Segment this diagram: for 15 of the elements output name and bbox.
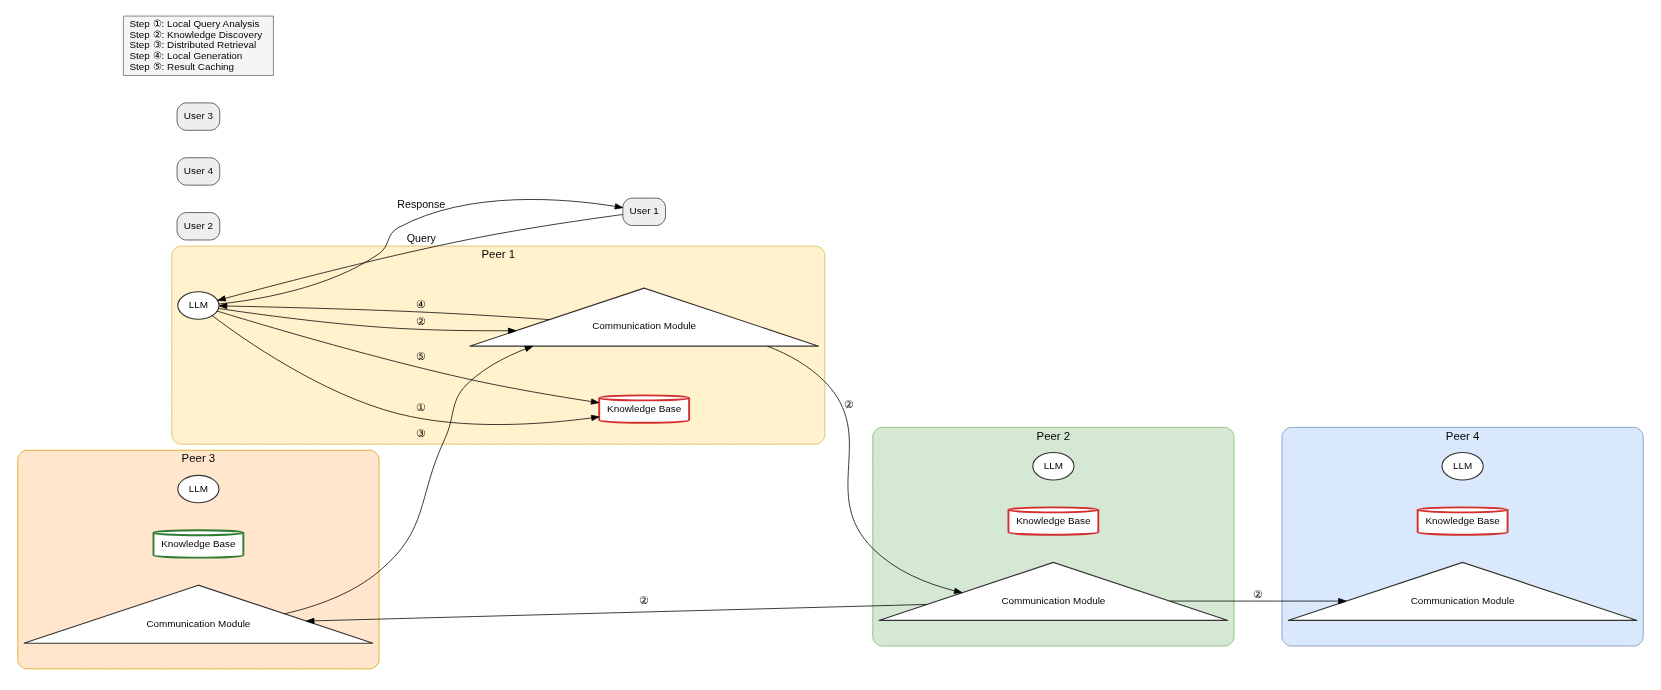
label: Step ①: Local Query Analysis: [129, 17, 260, 29]
label: Step ④: Local Generation: [129, 49, 243, 61]
edge-label: ①: [416, 400, 427, 413]
edge-label: ②: [843, 398, 854, 410]
edge-label: Query: [406, 231, 436, 244]
edge-label: ⑤: [416, 349, 427, 362]
label: Step ②: Knowledge Discovery: [129, 28, 263, 40]
edge-label: ④: [416, 297, 427, 310]
edge-label: ②: [416, 314, 427, 327]
edge-label: Response: [397, 197, 446, 210]
label: Step ⑤: Result Caching: [129, 60, 235, 72]
edge-label: ②: [1253, 587, 1263, 600]
edge-label: ③: [416, 426, 427, 439]
label: Step ③: Distributed Retrieval: [129, 38, 257, 50]
edge-label: ②: [639, 593, 650, 606]
